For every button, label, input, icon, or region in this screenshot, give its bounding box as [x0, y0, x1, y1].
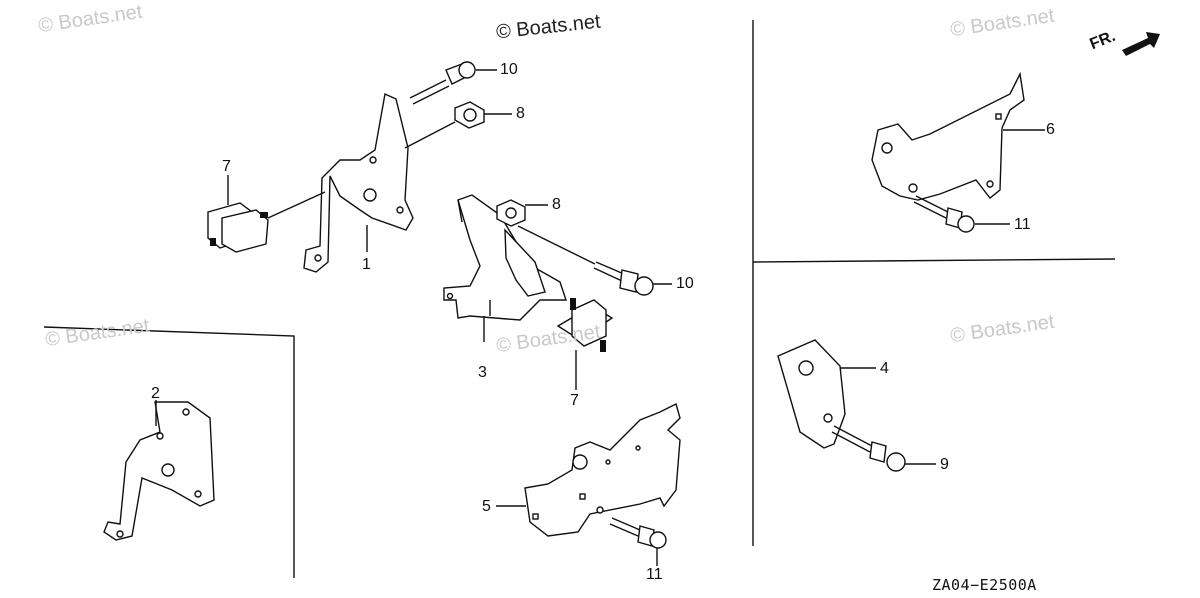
- callout-4: 4: [880, 360, 889, 377]
- plate-part-4: [777, 339, 876, 449]
- callout-11-right: 11: [1014, 216, 1031, 233]
- bolt-part-11-bottom: [609, 517, 667, 566]
- callout-9: 9: [940, 456, 949, 473]
- bracket-part-3: [443, 194, 567, 342]
- callout-8-top: 8: [516, 105, 525, 122]
- section-dividers: [43, 20, 1116, 578]
- nut-part-8-middle: [496, 199, 596, 265]
- diagram-code: ZA04−E2500A: [932, 576, 1037, 594]
- callout-8-middle: 8: [552, 196, 561, 213]
- bracket-part-2: [103, 400, 215, 541]
- callout-7-left: 7: [222, 158, 231, 175]
- callout-6: 6: [1046, 121, 1055, 138]
- bolt-part-11-right: [913, 195, 1010, 233]
- forward-arrow-icon: [1122, 32, 1160, 56]
- bolt-part-10-middle: [593, 261, 672, 296]
- plate-part-5: [496, 402, 681, 537]
- bracket-part-6: [871, 71, 1045, 201]
- callout-7-middle: 7: [570, 392, 579, 409]
- bolt-part-9: [831, 425, 936, 472]
- callout-5: 5: [482, 498, 491, 515]
- bracket-part-1: [303, 92, 414, 273]
- callout-1: 1: [362, 256, 371, 273]
- callout-2: 2: [151, 385, 160, 402]
- mount-part-7-left: [207, 175, 326, 253]
- mount-part-7-middle: [556, 298, 614, 390]
- nut-part-8-top: [404, 101, 512, 149]
- callout-10-middle: 10: [676, 275, 694, 292]
- callout-10-top: 10: [500, 61, 518, 78]
- callout-11-bottom: 11: [646, 566, 663, 583]
- callout-3: 3: [478, 364, 487, 381]
- bolt-part-10-top: [409, 61, 497, 105]
